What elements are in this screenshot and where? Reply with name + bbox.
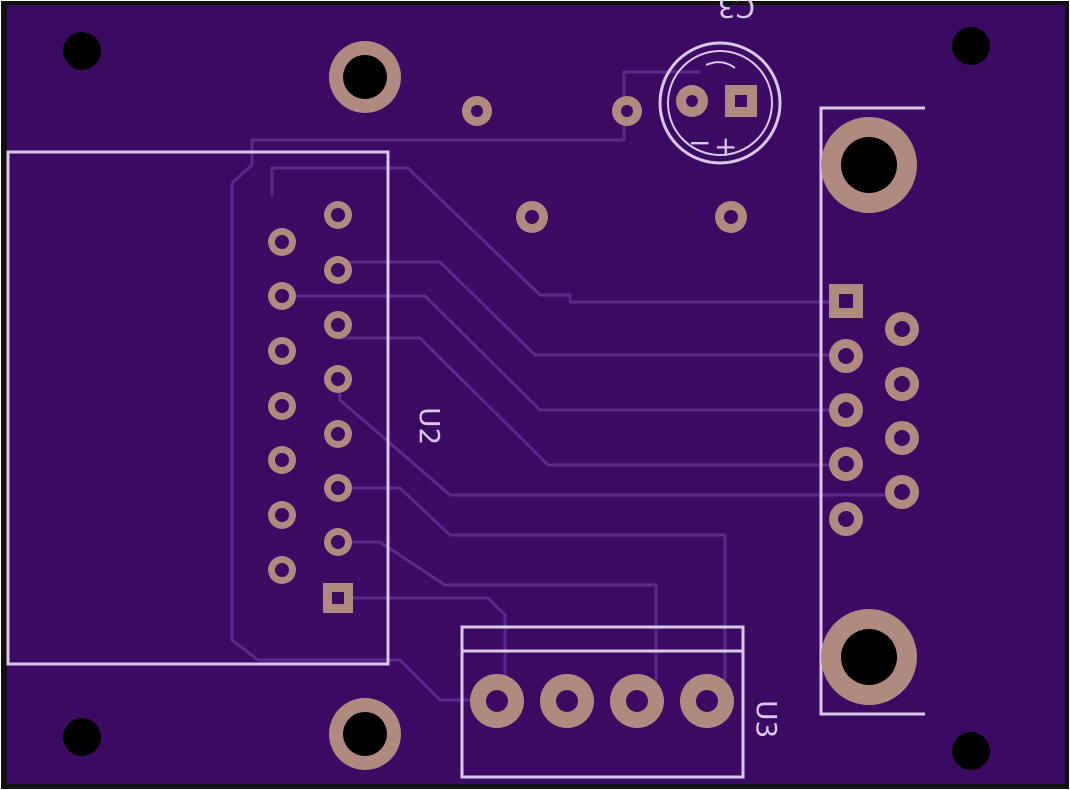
u3-label: U3 (750, 700, 783, 738)
cap-arc-mark (705, 61, 736, 69)
c3-outline-outer (658, 41, 782, 165)
trace (338, 540, 658, 700)
trace (270, 166, 846, 304)
j1-outline (819, 106, 925, 716)
u3-pads (470, 674, 734, 728)
u2-outline (6, 150, 390, 666)
silkscreen (6, 41, 925, 779)
u2-left-pads (268, 228, 296, 584)
c3-outline-inner (667, 50, 773, 156)
mounting-hole (952, 732, 990, 770)
trace (230, 70, 700, 185)
trace (230, 183, 480, 702)
u3-outline (460, 625, 745, 779)
trace (338, 336, 846, 467)
trace (338, 596, 507, 700)
mounting-holes (63, 27, 990, 770)
u2-right-pads (323, 201, 353, 613)
db9-pads (829, 284, 919, 536)
mounting-hole (952, 27, 990, 65)
pads (268, 85, 919, 728)
mounting-hole (63, 718, 101, 756)
cap-minus-mark: − (688, 126, 711, 159)
cap-plus-mark: + (714, 130, 737, 163)
large-plated-holes (329, 41, 917, 770)
trace (338, 486, 727, 700)
c3-label-partial: C3 (718, 0, 755, 24)
trace (282, 294, 846, 412)
u2-label: U2 (413, 407, 446, 445)
mounting-hole (63, 32, 101, 70)
